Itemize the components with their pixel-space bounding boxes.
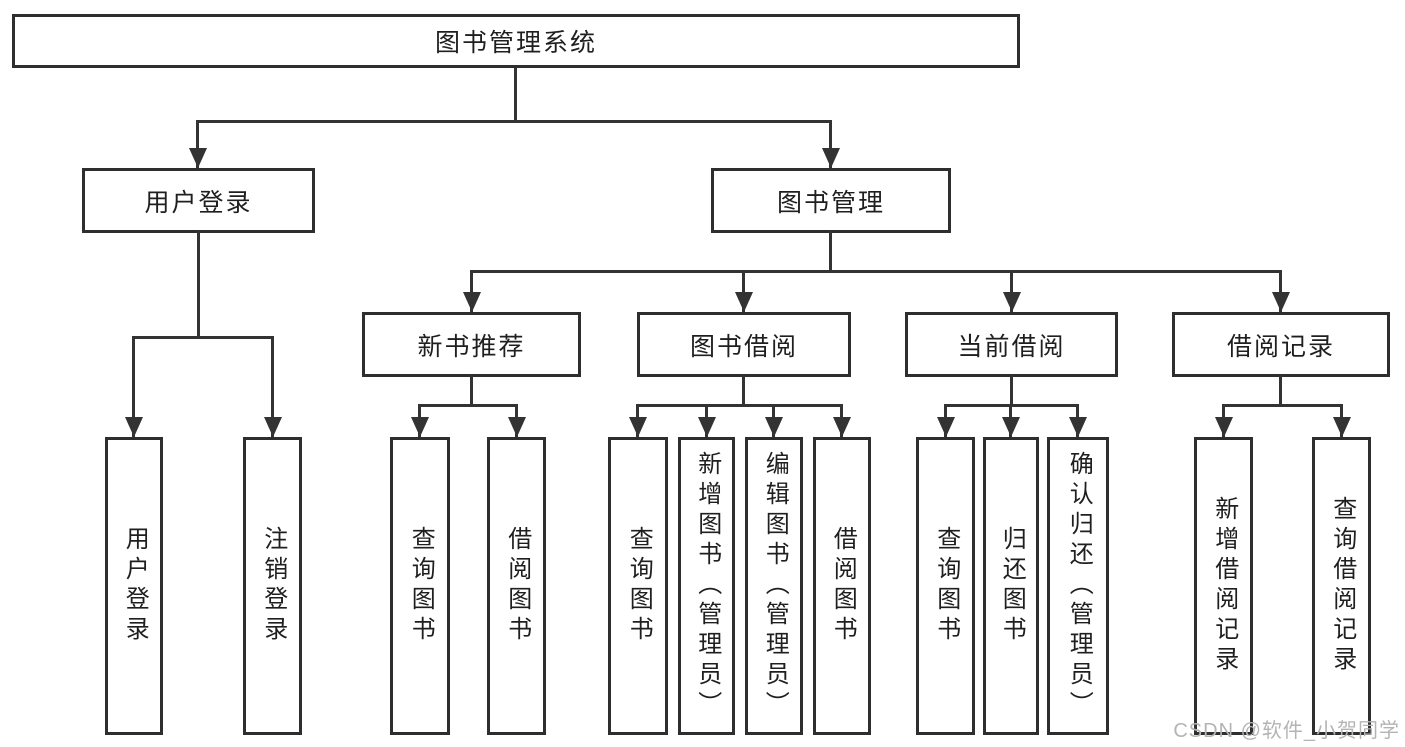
node-leaf-logout: 注销登录: [243, 437, 302, 735]
node-label: 用户登录: [121, 526, 149, 646]
node-leaf-borrow-books: 借阅图书: [487, 437, 546, 735]
node-book-management: 图书管理: [711, 168, 951, 233]
connector-line: [470, 270, 1282, 273]
node-leaf-edit-books-admin: 编辑图书（管理员）: [745, 437, 803, 735]
node-label: 编辑图书（管理员）: [761, 451, 789, 721]
arrow-down-icon: [742, 270, 745, 312]
arrow-down-icon: [1076, 404, 1079, 437]
node-leaf-query-books: 查询图书: [390, 437, 450, 735]
arrow-down-icon: [1010, 270, 1013, 312]
arrow-down-icon: [636, 404, 639, 437]
node-label: 借阅图书: [829, 526, 857, 646]
node-label: 查询图书: [932, 526, 960, 646]
arrow-down-icon: [1340, 404, 1343, 437]
node-current-borrow: 当前借阅: [905, 312, 1118, 377]
node-leaf-borrow-books: 借阅图书: [813, 437, 871, 735]
node-label: 当前借阅: [957, 332, 1066, 361]
connector-line: [514, 68, 517, 122]
node-leaf-confirm-return-admin: 确认归还（管理员）: [1047, 437, 1109, 735]
node-label: 确认归还（管理员）: [1065, 451, 1093, 721]
node-label: 借阅记录: [1226, 332, 1335, 361]
node-leaf-add-borrow-record: 新增借阅记录: [1194, 437, 1253, 735]
connector-line: [197, 231, 200, 339]
node-label: 图书管理: [776, 188, 885, 217]
node-leaf-query-books: 查询图书: [916, 437, 975, 735]
connector-line: [197, 120, 831, 123]
connector-line: [637, 404, 843, 407]
node-label: 图书管理系统: [434, 29, 597, 57]
node-borrow-records: 借阅记录: [1172, 312, 1390, 377]
node-leaf-user-login: 用户登录: [105, 437, 163, 735]
connector-line: [742, 375, 745, 406]
node-leaf-query-books: 查询图书: [608, 437, 668, 735]
node-label: 查询借阅记录: [1328, 496, 1356, 676]
node-label: 新书推荐: [417, 332, 526, 361]
arrow-down-icon: [132, 336, 135, 437]
connector-line: [1222, 404, 1343, 407]
arrow-down-icon: [1279, 270, 1282, 312]
arrow-down-icon: [829, 120, 832, 168]
csdn-watermark: CSDN @软件_小贺同学: [1173, 720, 1400, 742]
connector-line: [133, 336, 273, 339]
node-leaf-return-books: 归还图书: [983, 437, 1039, 735]
node-label: 归还图书: [998, 526, 1026, 646]
arrow-down-icon: [418, 404, 421, 437]
node-leaf-query-borrow-record: 查询借阅记录: [1312, 437, 1371, 735]
connector-line: [1279, 375, 1282, 406]
arrow-down-icon: [1009, 404, 1012, 437]
node-label: 图书借阅: [689, 332, 798, 361]
arrow-down-icon: [840, 404, 843, 437]
arrow-down-icon: [515, 404, 518, 437]
arrow-down-icon: [944, 404, 947, 437]
arrow-down-icon: [772, 404, 775, 437]
connector-line: [1010, 375, 1013, 406]
node-book-borrow: 图书借阅: [637, 312, 851, 377]
node-label: 新增图书（管理员）: [693, 451, 721, 721]
node-library-management-system: 图书管理系统: [12, 14, 1020, 68]
connector-line: [829, 231, 832, 273]
arrow-down-icon: [271, 336, 274, 437]
node-label: 注销登录: [259, 526, 287, 646]
arrow-down-icon: [470, 270, 473, 312]
connector-line: [419, 404, 518, 407]
arrow-down-icon: [705, 404, 708, 437]
node-label: 查询图书: [625, 526, 653, 646]
node-label: 新增借阅记录: [1210, 496, 1238, 676]
node-new-book-recommend: 新书推荐: [362, 312, 581, 377]
node-label: 查询图书: [407, 526, 435, 646]
node-leaf-add-books-admin: 新增图书（管理员）: [678, 437, 735, 735]
node-label: 借阅图书: [503, 526, 531, 646]
node-user-login: 用户登录: [82, 168, 315, 233]
arrow-down-icon: [196, 120, 199, 168]
node-label: 用户登录: [144, 188, 253, 217]
connector-line: [470, 375, 473, 406]
arrow-down-icon: [1222, 404, 1225, 437]
